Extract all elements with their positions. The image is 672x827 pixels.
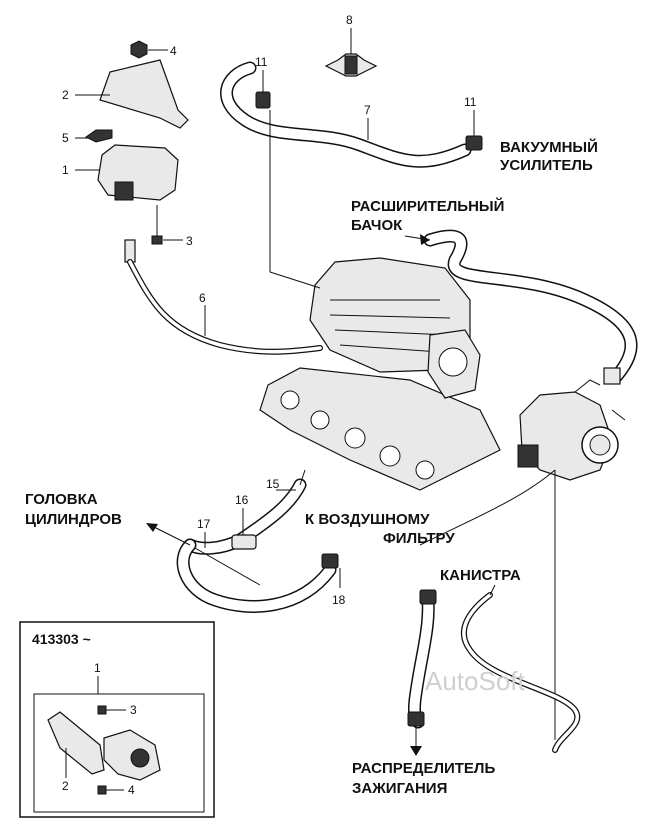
inset-callout-1: 1 xyxy=(94,661,101,675)
inset-callout-3: 3 xyxy=(130,703,137,717)
callout-2: 2 xyxy=(62,88,110,102)
clamp-part-11-right xyxy=(465,135,483,151)
callout-1: 1 xyxy=(62,163,100,177)
sensor-connector xyxy=(114,181,134,201)
clamp-part-18 xyxy=(321,553,339,569)
callout-7: 7 xyxy=(364,103,371,140)
callout-11-left: 11 xyxy=(255,55,268,92)
svg-text:2: 2 xyxy=(62,88,69,102)
label-distributor-2: ЗАЖИГАНИЯ xyxy=(352,780,447,797)
callout-18: 18 xyxy=(332,568,346,607)
callout-15: 15 xyxy=(266,477,296,491)
svg-text:17: 17 xyxy=(197,517,211,531)
callout-17: 17 xyxy=(197,517,211,548)
svg-text:7: 7 xyxy=(364,103,371,117)
sensor-part-1 xyxy=(97,144,179,201)
bolt-part-3 xyxy=(151,235,163,245)
label-vacuum-booster-1: ВАКУУМНЫЙ xyxy=(500,138,598,156)
svg-text:5: 5 xyxy=(62,131,69,145)
sensor-assembly xyxy=(85,40,189,263)
label-vacuum-booster-2: УСИЛИТЕЛЬ xyxy=(500,157,593,174)
svg-text:11: 11 xyxy=(255,55,268,69)
svg-text:3: 3 xyxy=(186,234,193,248)
callout-3: 3 xyxy=(163,234,193,248)
label-air-filter-1: К ВОЗДУШНОМУ xyxy=(305,511,430,528)
svg-text:8: 8 xyxy=(346,13,353,27)
callout-5: 5 xyxy=(62,131,88,145)
label-cylinder-head-1: ГОЛОВКА xyxy=(25,491,98,508)
distributor-unit xyxy=(517,379,626,481)
label-air-filter-2: ФИЛЬТРУ xyxy=(383,530,455,547)
callout-16: 16 xyxy=(235,493,249,535)
callout-8: 8 xyxy=(346,13,353,54)
inset-callout-4: 4 xyxy=(128,783,135,797)
label-expansion-tank-2: БАЧОК xyxy=(351,217,403,234)
watermark: AutoSoft xyxy=(425,666,526,696)
callout-11-right: 11 xyxy=(464,95,477,136)
label-distributor-1: РАСПРЕДЕЛИТЕЛЬ xyxy=(352,760,495,777)
inset-title: 413303 ~ xyxy=(32,631,91,647)
clamp-part-11-left xyxy=(255,91,271,109)
callout-6: 6 xyxy=(199,291,206,336)
hose-part-7 xyxy=(220,61,472,168)
inset-panel: 413303 ~ 1 3 4 2 xyxy=(19,621,215,818)
label-canister: КАНИСТРА xyxy=(440,567,521,584)
svg-text:18: 18 xyxy=(332,593,346,607)
valve-part-16 xyxy=(231,534,257,550)
svg-text:6: 6 xyxy=(199,291,206,305)
svg-text:15: 15 xyxy=(266,477,280,491)
bolt-part-5 xyxy=(85,129,113,143)
bracket-part-2 xyxy=(99,59,189,129)
label-cylinder-head-2: ЦИЛИНДРОВ xyxy=(25,511,122,528)
label-expansion-tank-1: РАСШИРИТЕЛЬНЫЙ xyxy=(351,197,504,215)
svg-text:4: 4 xyxy=(170,44,177,58)
svg-text:11: 11 xyxy=(464,95,477,109)
nut-part-4 xyxy=(130,40,148,59)
intake-manifold xyxy=(259,110,501,491)
callout-4: 4 xyxy=(148,44,177,58)
inset-callout-2: 2 xyxy=(62,779,69,793)
svg-text:16: 16 xyxy=(235,493,249,507)
check-valve-part-8 xyxy=(324,53,378,77)
svg-text:1: 1 xyxy=(62,163,69,177)
